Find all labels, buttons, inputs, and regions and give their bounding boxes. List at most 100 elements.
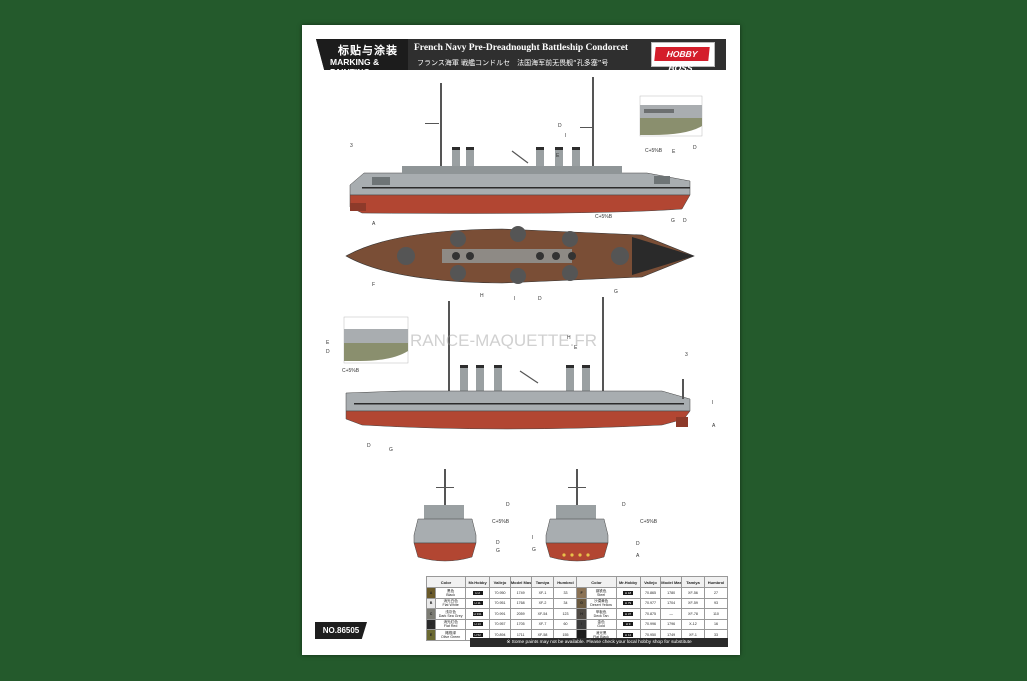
header-label-block: 标贴与涂装 MARKING & PAINTING bbox=[316, 39, 408, 70]
hobby-code-box: H 331 bbox=[472, 611, 483, 616]
callout-label: D bbox=[622, 502, 626, 508]
footnote: ※ Some paints may not be available. Plea… bbox=[470, 638, 728, 647]
humbrol-code: 33 bbox=[553, 587, 578, 599]
color-swatch: B bbox=[425, 597, 437, 609]
callout-label: E bbox=[556, 153, 560, 159]
callout-label: E bbox=[574, 345, 578, 351]
vallejo-code: 70.951 bbox=[489, 597, 511, 609]
humbrol-code: 16 bbox=[703, 618, 729, 630]
callout-label: G bbox=[614, 289, 618, 295]
hobby-code-box: H 9 bbox=[623, 622, 634, 627]
color-name-en: Deck Tan bbox=[593, 613, 609, 618]
front-view-left bbox=[413, 469, 477, 562]
color-name-cn: 钢铁色 bbox=[595, 588, 607, 593]
humbrol-code: 123 bbox=[553, 608, 578, 620]
color-name-cn: 浅灰色 bbox=[445, 609, 457, 614]
humbrol-code: 110 bbox=[703, 608, 729, 620]
color-name-en: Flat Black bbox=[593, 634, 609, 639]
color-name-cn: 消光黑 bbox=[595, 630, 607, 635]
mm-code: 1705 bbox=[509, 618, 532, 630]
callout-label: D bbox=[558, 123, 562, 129]
ship-artwork bbox=[343, 77, 703, 562]
product-number: NO.86505 bbox=[315, 622, 367, 639]
callout-label: G bbox=[532, 547, 536, 553]
callout-label: I bbox=[712, 400, 714, 406]
callout-label: C+5%B bbox=[595, 214, 613, 220]
vallejo-code: 70.875 bbox=[639, 608, 662, 620]
humbrol-code: 93 bbox=[703, 597, 729, 609]
hobby-code-box: H 52 bbox=[472, 632, 483, 637]
color-swatch: G bbox=[576, 597, 587, 609]
front-view-right bbox=[545, 469, 609, 562]
callout-label: D bbox=[538, 296, 542, 302]
callout-label: G bbox=[389, 447, 393, 453]
side-profile-bottom bbox=[345, 297, 691, 430]
color-swatch: I bbox=[576, 618, 587, 630]
hobby-code: H 2 bbox=[465, 587, 491, 599]
callout-label: I bbox=[565, 133, 567, 139]
callout-label: C+5%B bbox=[640, 519, 658, 525]
color-name-en: Dark Sea Grey bbox=[438, 613, 463, 618]
mm-code: 2059 bbox=[509, 608, 532, 620]
vallejo-code: 70.957 bbox=[489, 618, 511, 630]
color-col-header: Color bbox=[425, 576, 467, 588]
color-swatch: F bbox=[576, 587, 587, 599]
model-subtitle: フランス海軍 戦艦コンドルセ 法国海军前无畏舰“孔多塞”号 bbox=[417, 59, 609, 67]
mm-code: 1780 bbox=[660, 587, 682, 599]
color-name-cn: 黑色 bbox=[447, 588, 455, 593]
color-name-en: Steel bbox=[596, 592, 606, 597]
color-name-en: Desert Yellow bbox=[590, 603, 612, 608]
hobby-code: H 79 bbox=[615, 597, 641, 609]
mm-code: — bbox=[660, 608, 682, 620]
deck-plan bbox=[345, 226, 695, 284]
mm-code: 1768 bbox=[509, 597, 532, 609]
color-name-cn: 消光白色 bbox=[443, 599, 458, 604]
vallejo-code: 70.996 bbox=[639, 618, 662, 630]
color-swatch: D bbox=[425, 618, 437, 630]
callout-label: G bbox=[671, 218, 675, 224]
callout-label: A bbox=[712, 423, 716, 429]
hobby-code-box: H 2 bbox=[472, 590, 483, 595]
hobby-code: H 331 bbox=[465, 608, 491, 620]
color-name-en: Gold bbox=[597, 624, 605, 629]
vallejo-code: 70.977 bbox=[639, 597, 662, 609]
hobby-code: H 13 bbox=[465, 618, 491, 630]
callout-label: C+5%B bbox=[342, 368, 360, 374]
tamiya-code: XF-7 bbox=[530, 618, 555, 630]
humbrol-code: 27 bbox=[703, 587, 729, 599]
hobby-code: H 18 bbox=[615, 587, 641, 599]
callout-label: A bbox=[636, 553, 640, 559]
callout-label: D bbox=[496, 540, 500, 546]
tamiya-code: XF-2 bbox=[530, 597, 555, 609]
color-name-en: Flat White bbox=[442, 603, 459, 608]
callout-label: C+5%B bbox=[492, 519, 510, 525]
callout-label: I bbox=[514, 296, 516, 302]
color-col-header: Color bbox=[576, 576, 617, 588]
vallejo-code: 70.991 bbox=[489, 608, 511, 620]
hobby-code: H 11 bbox=[465, 597, 491, 609]
callout-label: A bbox=[372, 221, 376, 227]
mm-code: 1749 bbox=[509, 587, 532, 599]
humbrol-col-header: Humbrol bbox=[553, 576, 578, 588]
tamiya-code: XF-56 bbox=[680, 587, 705, 599]
callout-label: D bbox=[693, 145, 697, 151]
stern-detail-bottom bbox=[343, 316, 409, 364]
vallejo-col-header: Vallejo bbox=[489, 576, 511, 588]
color-name-en: Olive Green bbox=[441, 634, 461, 639]
hobby-col-header: Mr.Hobby bbox=[615, 576, 641, 588]
callout-label: 3 bbox=[685, 352, 688, 358]
color-swatch: H bbox=[576, 608, 587, 620]
callout-label: H bbox=[567, 335, 571, 341]
mm-col-header: Model Master bbox=[509, 576, 532, 588]
humbrol-code: 34 bbox=[553, 597, 578, 609]
mm-code: 1796 bbox=[660, 618, 682, 630]
color-name-en: Flat Red bbox=[443, 624, 458, 629]
callout-label: G bbox=[496, 548, 500, 554]
